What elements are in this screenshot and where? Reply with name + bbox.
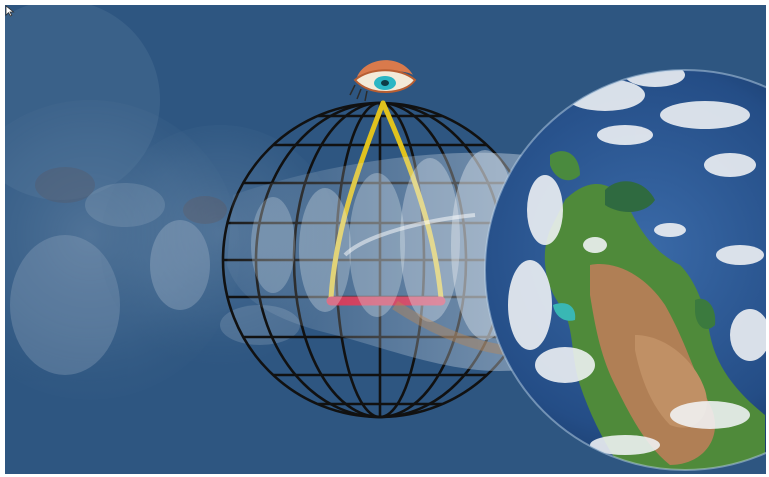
projection-scene-svg [5, 5, 766, 471]
eye-icon [349, 60, 417, 102]
map-projection-illustration [5, 5, 766, 474]
earth-peel-tube [227, 150, 545, 372]
earth-globe [484, 69, 766, 471]
mouse-pointer-icon [5, 5, 15, 17]
